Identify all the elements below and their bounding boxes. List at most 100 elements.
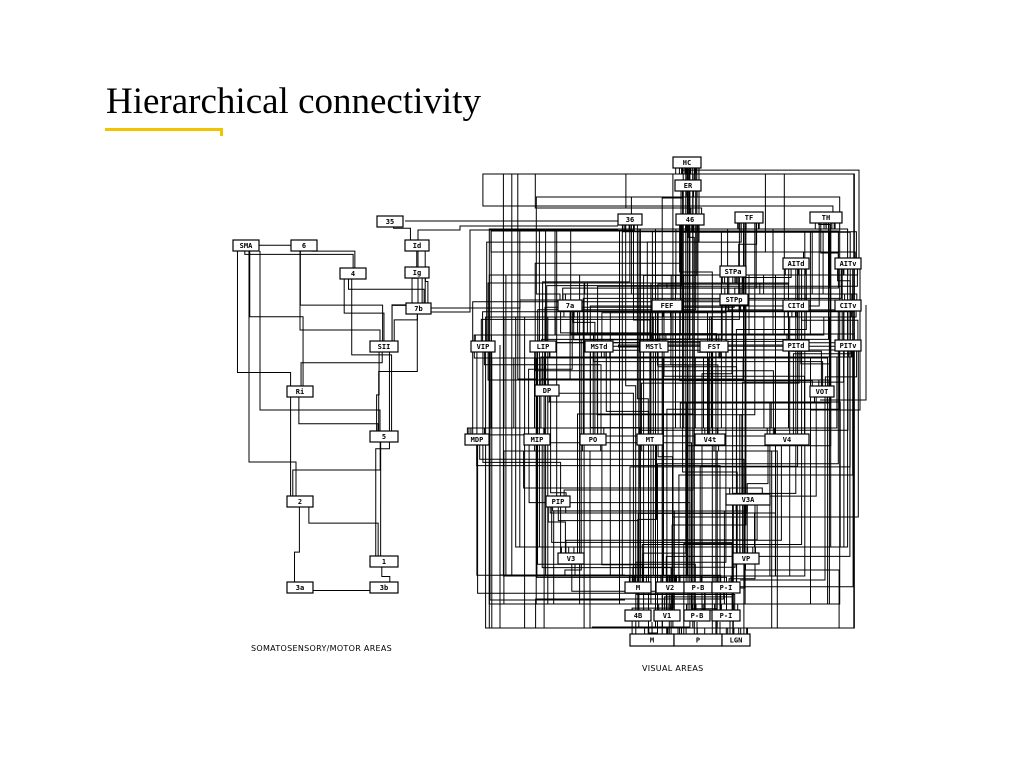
connection-line — [684, 168, 787, 180]
area-label: LGN — [730, 637, 743, 645]
area-label: FEF — [661, 302, 674, 310]
connection-line — [592, 352, 824, 386]
area-box-ri: Ri — [286, 385, 314, 398]
connection-line — [699, 269, 799, 582]
area-label: 7a — [566, 302, 574, 310]
area-box-3a: 3a — [286, 581, 314, 594]
connection-line — [391, 245, 426, 347]
area-box-2: 2 — [286, 495, 314, 508]
area-box-p-i: P-I — [711, 609, 741, 622]
connection-line — [577, 168, 694, 553]
area-box-er: ER — [674, 179, 702, 192]
connection-line — [740, 388, 826, 581]
area-box-46: 46 — [675, 213, 705, 226]
connection-line — [692, 351, 845, 634]
connection-line — [694, 168, 785, 341]
connection-line — [655, 305, 723, 341]
area-label: P — [696, 637, 700, 645]
connection-line — [686, 445, 749, 553]
area-box-pip: PIP — [545, 495, 571, 508]
area-label: CITv — [840, 302, 857, 310]
area-box-mt: MT — [636, 433, 664, 446]
area-box-vip: VIP — [470, 340, 496, 353]
area-label: LIP — [537, 343, 550, 351]
connection-line — [641, 269, 803, 582]
connection-line — [639, 311, 849, 582]
area-label: Id — [413, 242, 421, 250]
area-label: TF — [745, 214, 753, 222]
connection-line — [596, 352, 743, 494]
connection-line — [431, 229, 618, 313]
connection-line — [545, 225, 702, 582]
area-box-v4t: V4t — [694, 433, 726, 446]
area-box-fef: FEF — [651, 299, 683, 312]
connection-line — [682, 191, 738, 553]
connection-line — [534, 168, 696, 214]
connection-line — [375, 346, 390, 562]
connection-line — [376, 346, 380, 437]
area-box-sma: SMA — [232, 239, 260, 252]
area-label: HC — [683, 159, 691, 167]
connection-line — [528, 311, 573, 434]
area-label: M — [650, 637, 654, 645]
area-box-mstl: MSTl — [639, 340, 669, 353]
connection-line — [657, 311, 673, 582]
area-label: ER — [684, 182, 693, 190]
connection-line — [636, 593, 736, 610]
connection-line — [735, 269, 807, 582]
connection-line — [633, 225, 651, 434]
area-label: PITd — [788, 342, 805, 350]
area-box-aitv: AITv — [834, 257, 862, 270]
connection-line — [378, 308, 418, 437]
connection-line — [489, 350, 625, 601]
area-box-3b: 3b — [369, 581, 399, 594]
area-box-p: P — [673, 633, 723, 647]
area-label: Ig — [413, 269, 421, 277]
area-label: V2 — [666, 584, 674, 592]
area-label: AITd — [788, 260, 805, 268]
connection-line — [675, 223, 858, 300]
area-label: 3a — [296, 584, 304, 592]
connection-line — [470, 352, 602, 434]
connection-line — [431, 299, 558, 309]
area-label: DP — [543, 387, 551, 395]
area-label: STPa — [725, 268, 742, 276]
connection-line — [625, 225, 637, 582]
area-label: 46 — [686, 216, 694, 224]
connection-line — [586, 277, 839, 340]
connection-line — [665, 168, 684, 341]
connection-line — [528, 445, 691, 582]
area-label: MDP — [471, 436, 484, 444]
connection-line — [583, 277, 742, 634]
area-box-7a: 7a — [557, 299, 583, 312]
connection-line — [343, 273, 385, 347]
area-label: 3b — [380, 584, 388, 592]
connection-line — [537, 352, 696, 582]
connection-line — [248, 251, 297, 496]
area-box-sii: SII — [369, 340, 399, 353]
area-box-th: TH — [809, 211, 843, 224]
area-label: 7b — [414, 305, 422, 313]
connection-line — [299, 245, 384, 347]
area-box-4: 4 — [339, 267, 367, 280]
area-box-stpa: STPa — [719, 265, 747, 278]
connection-line — [820, 223, 839, 258]
area-box-vp: VP — [732, 552, 760, 565]
connection-line — [542, 225, 631, 385]
connection-line — [589, 223, 820, 434]
connection-line — [348, 273, 425, 309]
area-label: 4B — [634, 612, 642, 620]
connection-line — [658, 352, 811, 610]
area-box-mip: MIP — [523, 433, 551, 446]
area-box-lgn: LGN — [721, 633, 751, 647]
connection-line — [639, 277, 789, 434]
area-box-v3a: V3A — [725, 493, 771, 506]
connection-line — [670, 311, 689, 610]
connection-line — [535, 191, 698, 300]
title-underline — [105, 128, 223, 131]
connection-line — [351, 273, 393, 437]
area-box-aitd: AITd — [782, 257, 810, 270]
area-label: FST — [708, 343, 721, 351]
area-label: P-I — [720, 584, 733, 592]
